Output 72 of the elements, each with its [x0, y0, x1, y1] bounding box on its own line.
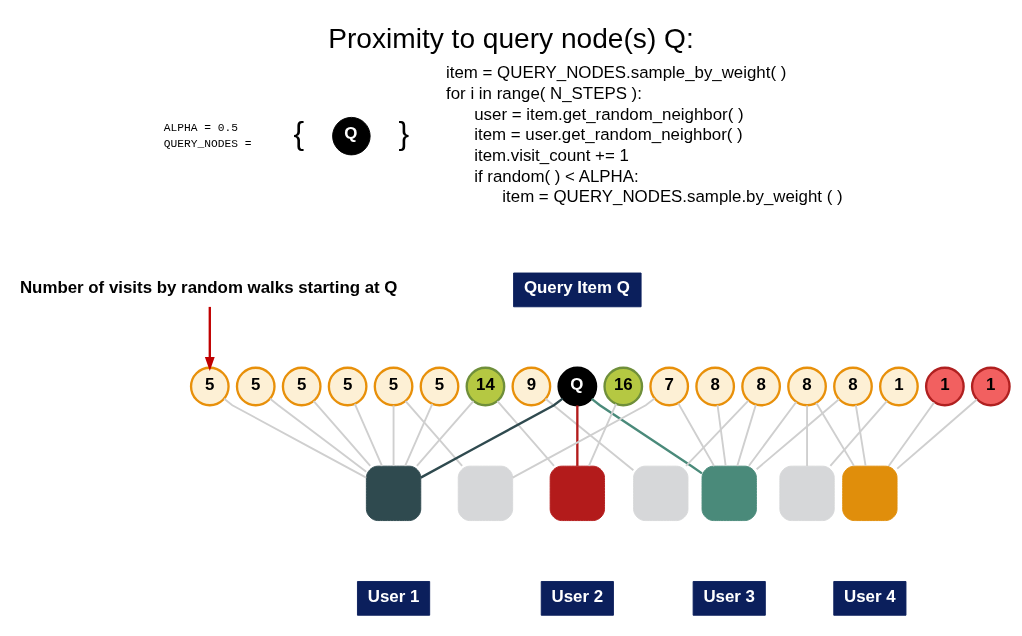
connector — [576, 404, 579, 466]
label: if random( ) < ALPHA: — [474, 166, 639, 186]
connector — [677, 401, 716, 467]
node-circle: 5 — [419, 366, 460, 406]
node-circle: 5 — [235, 366, 276, 406]
connector — [511, 397, 656, 479]
connector — [806, 404, 808, 467]
connector — [748, 400, 798, 467]
node-box: User 2 — [540, 580, 614, 616]
node-box: User 4 — [833, 580, 907, 616]
connector — [829, 399, 888, 467]
connector — [269, 397, 368, 473]
connector — [420, 397, 564, 479]
connector — [392, 404, 395, 467]
node-circle: 8 — [695, 366, 736, 406]
node-circle: 7 — [649, 366, 690, 406]
connector — [312, 399, 372, 467]
node-circle: 8 — [833, 366, 873, 406]
node-box — [365, 465, 422, 521]
connector — [716, 403, 727, 467]
diagram-title: Proximity to query node(s) Q: — [328, 22, 694, 54]
connector — [854, 403, 867, 467]
node-circle: 1 — [879, 366, 919, 406]
node-circle: 5 — [327, 366, 368, 406]
node-box — [549, 465, 605, 521]
node-box — [842, 465, 898, 521]
node-circle: 1 — [970, 366, 1011, 406]
node-circle: 14 — [465, 366, 506, 406]
connector — [736, 403, 757, 467]
connector — [887, 401, 936, 467]
connector — [404, 402, 434, 467]
label: item = QUERY_NODES.sample.by_weight ( ) — [502, 186, 843, 206]
node-box: User 1 — [357, 580, 431, 616]
connector — [544, 397, 635, 471]
label: for i in range( N_STEPS ): — [446, 83, 642, 103]
node-box — [633, 465, 689, 521]
connector — [755, 397, 840, 470]
connector — [496, 399, 555, 467]
label: user = item.get_random_neighbor( ) — [474, 104, 744, 124]
arrow — [204, 306, 215, 371]
node-box: User 3 — [692, 580, 766, 616]
node-circle: Q — [557, 366, 598, 406]
node-circle: 9 — [511, 366, 552, 406]
label: ALPHA = 0.5 — [163, 121, 239, 134]
connector — [896, 398, 978, 470]
node-text: Number of visits by random walks starting at Q — [19, 277, 398, 297]
node-box — [457, 465, 514, 521]
connector — [353, 402, 383, 467]
label: item.visit_count += 1 — [474, 145, 629, 165]
node-circle: 8 — [787, 366, 827, 406]
label: QUERY_NODES = — [163, 137, 252, 150]
label: { — [293, 114, 305, 151]
connector — [591, 397, 703, 474]
node-circle: 5 — [189, 366, 230, 406]
node-circle: 8 — [741, 366, 782, 406]
label: item = QUERY_NODES.sample_by_weight( ) — [446, 62, 787, 82]
label: } — [398, 114, 410, 151]
node-box — [779, 465, 835, 521]
connector — [415, 399, 475, 467]
label: item = user.get_random_neighbor( ) — [474, 124, 743, 144]
node-circle: 5 — [373, 366, 414, 406]
node-circle: 5 — [281, 366, 322, 406]
node-box: Query Item Q — [513, 272, 642, 307]
node-circle: 1 — [924, 366, 965, 406]
connector — [685, 399, 750, 467]
connector — [587, 402, 618, 467]
node-circle: 16 — [603, 366, 644, 406]
connector — [223, 397, 368, 479]
node-circle: Q — [332, 116, 371, 155]
connector — [815, 401, 855, 467]
node-box — [701, 465, 757, 521]
connector — [404, 399, 464, 467]
